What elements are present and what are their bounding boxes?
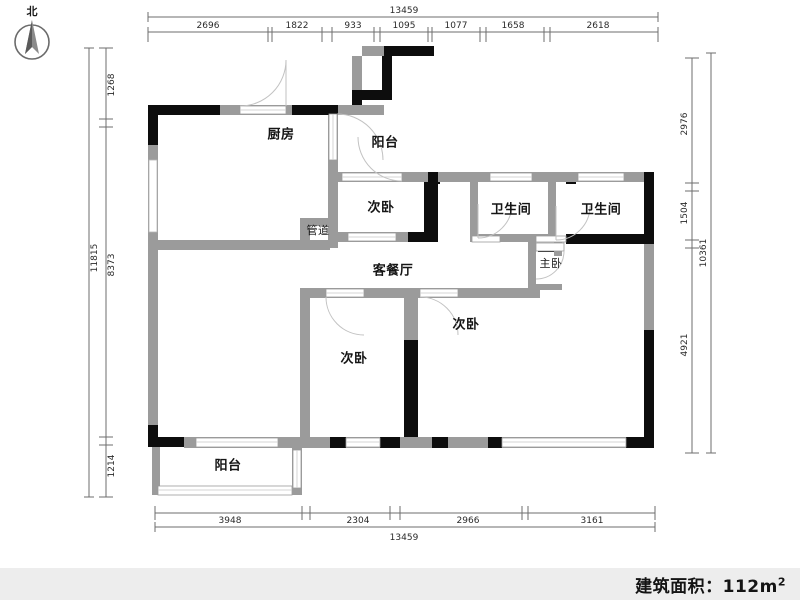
dim-top-seg-6: 1658	[501, 21, 525, 31]
dimension-lines-top	[147, 12, 659, 42]
dim-bottom-seg-1: 3948	[218, 516, 242, 526]
dim-left-seg-1: 1268	[107, 73, 117, 97]
dim-right-overall: 10361	[699, 238, 709, 268]
dim-right-seg-3: 4921	[680, 333, 690, 357]
dim-left-seg-2: 8373	[107, 253, 117, 277]
dim-top-seg-1: 2696	[196, 21, 220, 31]
dim-left-overall: 11815	[90, 243, 100, 273]
compass-north-label: 北	[27, 4, 38, 18]
dim-bottom-seg-2: 2304	[346, 516, 370, 526]
dim-top-seg-7: 2618	[586, 21, 610, 31]
dim-top-seg-4: 1095	[392, 21, 416, 31]
room-label-bedroom-4: 次卧	[340, 351, 368, 367]
dim-bottom-seg-3: 2966	[456, 516, 480, 526]
room-label-bedroom-2: 次卧	[367, 200, 395, 216]
dim-bottom-overall: 13459	[389, 533, 419, 543]
dim-top-seg-5: 1077	[444, 21, 468, 31]
dim-top-seg-2: 1822	[285, 21, 309, 31]
building-area-caption: 建筑面积：112m2	[635, 572, 786, 597]
structural-walls	[148, 46, 654, 448]
room-label-bath-2: 卫生间	[580, 202, 622, 218]
dimension-lines-left	[84, 47, 113, 498]
dim-right-seg-1: 2976	[680, 112, 690, 136]
dim-right-seg-2: 1504	[680, 201, 690, 225]
room-label-living: 客餐厅	[372, 263, 414, 279]
dim-top-overall: 13459	[389, 6, 419, 16]
room-label-pipe: 管道	[306, 224, 330, 237]
building-area-value: 112m	[722, 577, 778, 597]
dim-bottom-seg-4: 3161	[580, 516, 604, 526]
dim-top-seg-3: 933	[344, 21, 362, 31]
north-compass-icon: 北	[14, 4, 50, 60]
room-label-bath-1: 卫生间	[490, 202, 532, 218]
footer-band	[0, 568, 800, 600]
building-area-unit-exponent: 2	[777, 575, 786, 589]
building-area-label: 建筑面积：	[635, 577, 723, 597]
room-label-kitchen: 厨房	[267, 127, 295, 143]
room-label-balcony-s: 阳台	[214, 458, 242, 474]
room-label-master: 主卧	[539, 257, 563, 270]
windows	[148, 105, 627, 496]
dim-left-seg-3: 1214	[107, 454, 117, 478]
door-swings	[239, 59, 591, 336]
room-label-bedroom-3: 次卧	[452, 317, 480, 333]
dimension-lines-bottom	[154, 506, 656, 532]
dimension-lines-right	[685, 52, 716, 454]
room-label-balcony-n: 阳台	[371, 135, 399, 151]
